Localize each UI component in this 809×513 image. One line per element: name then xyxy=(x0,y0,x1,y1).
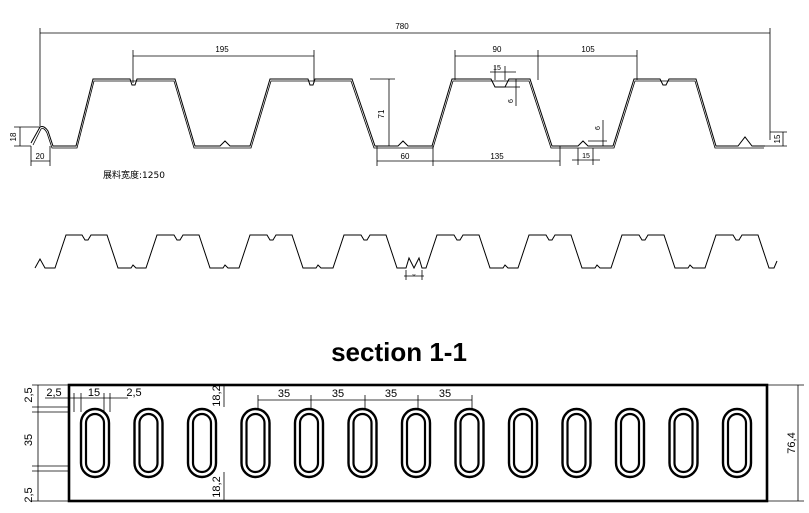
deck-profile-outline xyxy=(30,78,765,147)
dim-slot-gap: 2,5 xyxy=(126,387,141,399)
top-profile-dimensions: 780 195 90 105 15 6 71 60 135 xyxy=(9,22,787,181)
dim-bottom-stiffener-depth: 6 xyxy=(595,126,602,130)
strip-outline xyxy=(67,383,769,503)
slot-inner xyxy=(726,412,748,474)
svg-text:w: w xyxy=(413,272,416,277)
blank-width-label: 展料宽度:1250 xyxy=(103,169,165,181)
slot-outer xyxy=(293,407,325,479)
slot-inner xyxy=(84,412,106,474)
slot-outer xyxy=(507,407,539,479)
dim-pitch-3: 35 xyxy=(385,388,397,400)
slot-outer xyxy=(133,407,164,479)
slot-inner xyxy=(459,412,480,474)
dim-pitch-2: 35 xyxy=(332,388,344,400)
dim-slot-width: 15 xyxy=(88,387,100,399)
slot-inner xyxy=(673,412,694,474)
dim-rib-spacing-bottom: 135 xyxy=(490,152,504,161)
dim-rib-gap-top: 105 xyxy=(581,45,595,54)
deck-profile-inner-line xyxy=(32,80,764,149)
slot-inner xyxy=(619,412,641,474)
slot-outer xyxy=(79,407,111,479)
slot-outer xyxy=(347,407,378,479)
slot-inner xyxy=(138,412,159,474)
dim-bottom-margin: 2,5 xyxy=(23,487,35,502)
dim-total-width: 780 xyxy=(395,22,409,31)
dim-bottom-pan: 60 xyxy=(401,152,410,161)
dim-rib-height: 71 xyxy=(377,109,386,118)
dim-overall-height: 76,4 xyxy=(786,432,798,453)
top-deck-profile xyxy=(30,78,765,149)
slot-outer xyxy=(400,407,432,479)
slot-inner xyxy=(512,412,534,474)
slot-inner xyxy=(566,412,587,474)
dim-rib-pitch: 195 xyxy=(215,45,229,54)
dim-pitch-1: 35 xyxy=(278,388,290,400)
section-1-1-drawing xyxy=(32,383,769,503)
slot-outer xyxy=(240,407,271,479)
dim-edge-height-left: 18 xyxy=(9,132,18,141)
dim-edge-bottom: 18,2 xyxy=(211,476,223,497)
slot-outer xyxy=(186,407,218,479)
dim-top-flange: 90 xyxy=(493,45,502,54)
dim-stiffener-depth: 6 xyxy=(508,99,515,103)
slot-outer xyxy=(561,407,592,479)
slot-inner xyxy=(245,412,266,474)
slot-inner xyxy=(352,412,373,474)
slot-row xyxy=(79,407,753,479)
slot-outer xyxy=(454,407,485,479)
dim-bottom-stiffener-width: 15 xyxy=(582,153,590,160)
dim-stiffener-width: 15 xyxy=(493,65,501,72)
dim-pitch-4: 35 xyxy=(439,388,451,400)
dim-slot-length: 35 xyxy=(23,434,35,446)
slot-outer xyxy=(721,407,753,479)
slot-outer xyxy=(668,407,699,479)
slot-inner xyxy=(298,412,320,474)
dim-top-margin: 2,5 xyxy=(23,387,35,402)
slot-inner xyxy=(405,412,427,474)
section-title: section 1-1 xyxy=(331,337,467,367)
full-deck-profile-outline xyxy=(34,234,778,270)
slot-inner xyxy=(191,412,213,474)
dim-edge-width-left: 20 xyxy=(36,152,45,161)
section-dimensions: 2,5 35 2,5 2,5 15 2,5 18,2 18,2 35 35 35… xyxy=(23,384,804,503)
dim-left-offset: 2,5 xyxy=(46,387,61,399)
dim-edge-top: 18,2 xyxy=(211,385,223,406)
slot-outer xyxy=(614,407,646,479)
dim-edge-height-right: 15 xyxy=(773,134,782,143)
full-deck-profile: w xyxy=(34,234,778,280)
